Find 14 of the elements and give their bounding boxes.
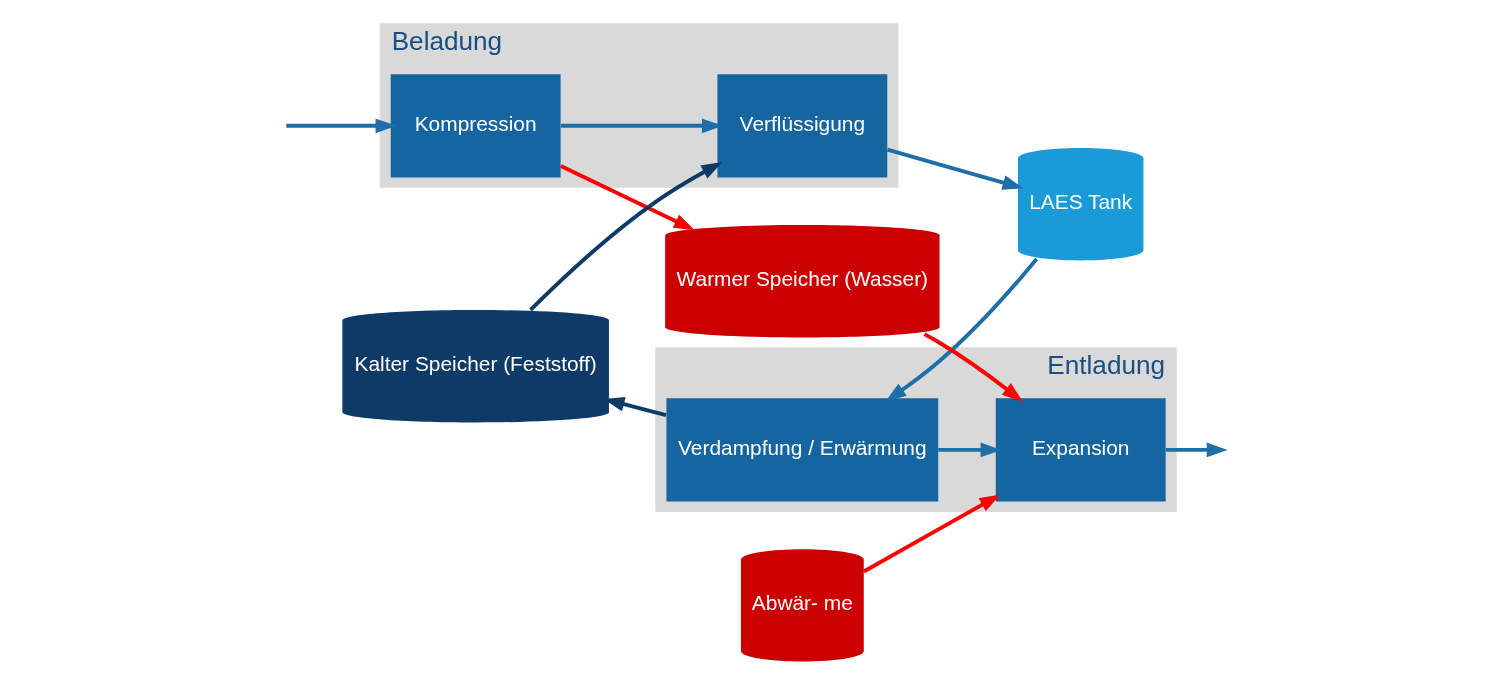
arrow: [1165, 442, 1228, 458]
arrow: [938, 442, 1002, 458]
node-box: Verdampfung / Erwärmung: [666, 398, 939, 502]
node-box: Verflüssigung: [717, 74, 888, 178]
arrow: [885, 257, 1039, 402]
node-box: Expansion: [995, 398, 1166, 502]
arrow: [560, 164, 695, 231]
arrow: [887, 147, 1024, 190]
arrow: [560, 118, 723, 134]
arrow: [529, 162, 723, 312]
arrow: [923, 332, 1023, 402]
arrow: [862, 494, 1001, 574]
arrow: [286, 118, 397, 134]
node-box: Kompression: [390, 74, 561, 178]
